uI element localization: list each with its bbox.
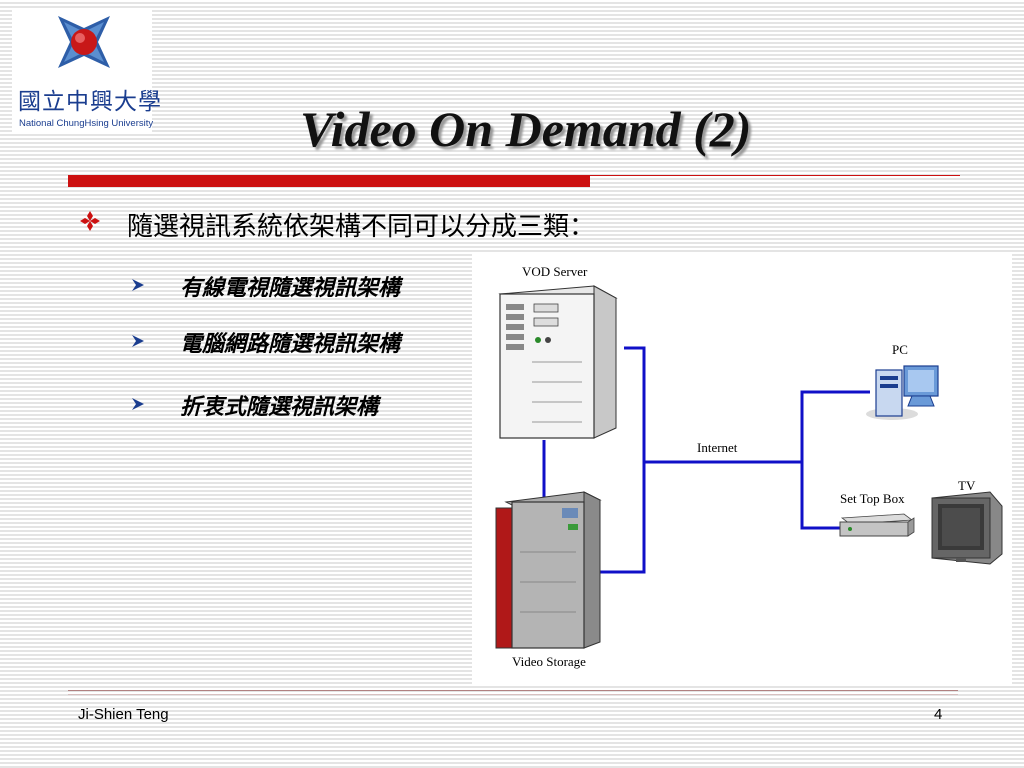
video-storage-label: Video Storage [512, 654, 586, 669]
tv-label: TV [958, 478, 976, 493]
arrow-bullet-icon [132, 398, 144, 410]
title-underline-thin [590, 175, 960, 176]
tv-icon [931, 491, 1003, 565]
network-links [542, 346, 870, 574]
vod-server-icon [498, 285, 618, 439]
logo-name: 國立中興大學 [18, 89, 162, 115]
footer-author: Ji-Shien Teng [78, 706, 169, 723]
sub-bullet-1: 有線電視隨選視訊架構 [180, 275, 401, 301]
diamond-bullet-icon [80, 211, 100, 231]
footer-divider [68, 690, 958, 691]
set-top-box-label: Set Top Box [840, 491, 905, 506]
university-logo [12, 8, 152, 133]
arrow-bullet-icon [132, 335, 144, 347]
title-underline-bar [68, 175, 590, 187]
vod-server-label: VOD Server [522, 264, 588, 279]
slide-title: Video On Demand (2) [300, 101, 752, 157]
page-number: 4 [934, 706, 943, 723]
main-bullet-text: 隨選視訊系統依架構不同可以分成三類： [127, 212, 596, 242]
sub-bullet-3: 折衷式隨選視訊架構 [180, 394, 379, 420]
vod-network-diagram: VOD Server [472, 252, 1012, 684]
sub-bullet-2: 電腦網路隨選視訊架構 [180, 331, 401, 357]
set-top-box-icon [839, 513, 915, 537]
pc-icon [866, 365, 939, 420]
logo-subtitle: National ChungHsing University [19, 118, 154, 129]
video-storage-icon [495, 491, 602, 649]
arrow-bullet-icon [132, 279, 144, 291]
pc-label: PC [892, 342, 908, 357]
footer-divider-2 [68, 694, 958, 695]
logo-emblem-icon [58, 16, 110, 68]
internet-label: Internet [697, 440, 738, 455]
